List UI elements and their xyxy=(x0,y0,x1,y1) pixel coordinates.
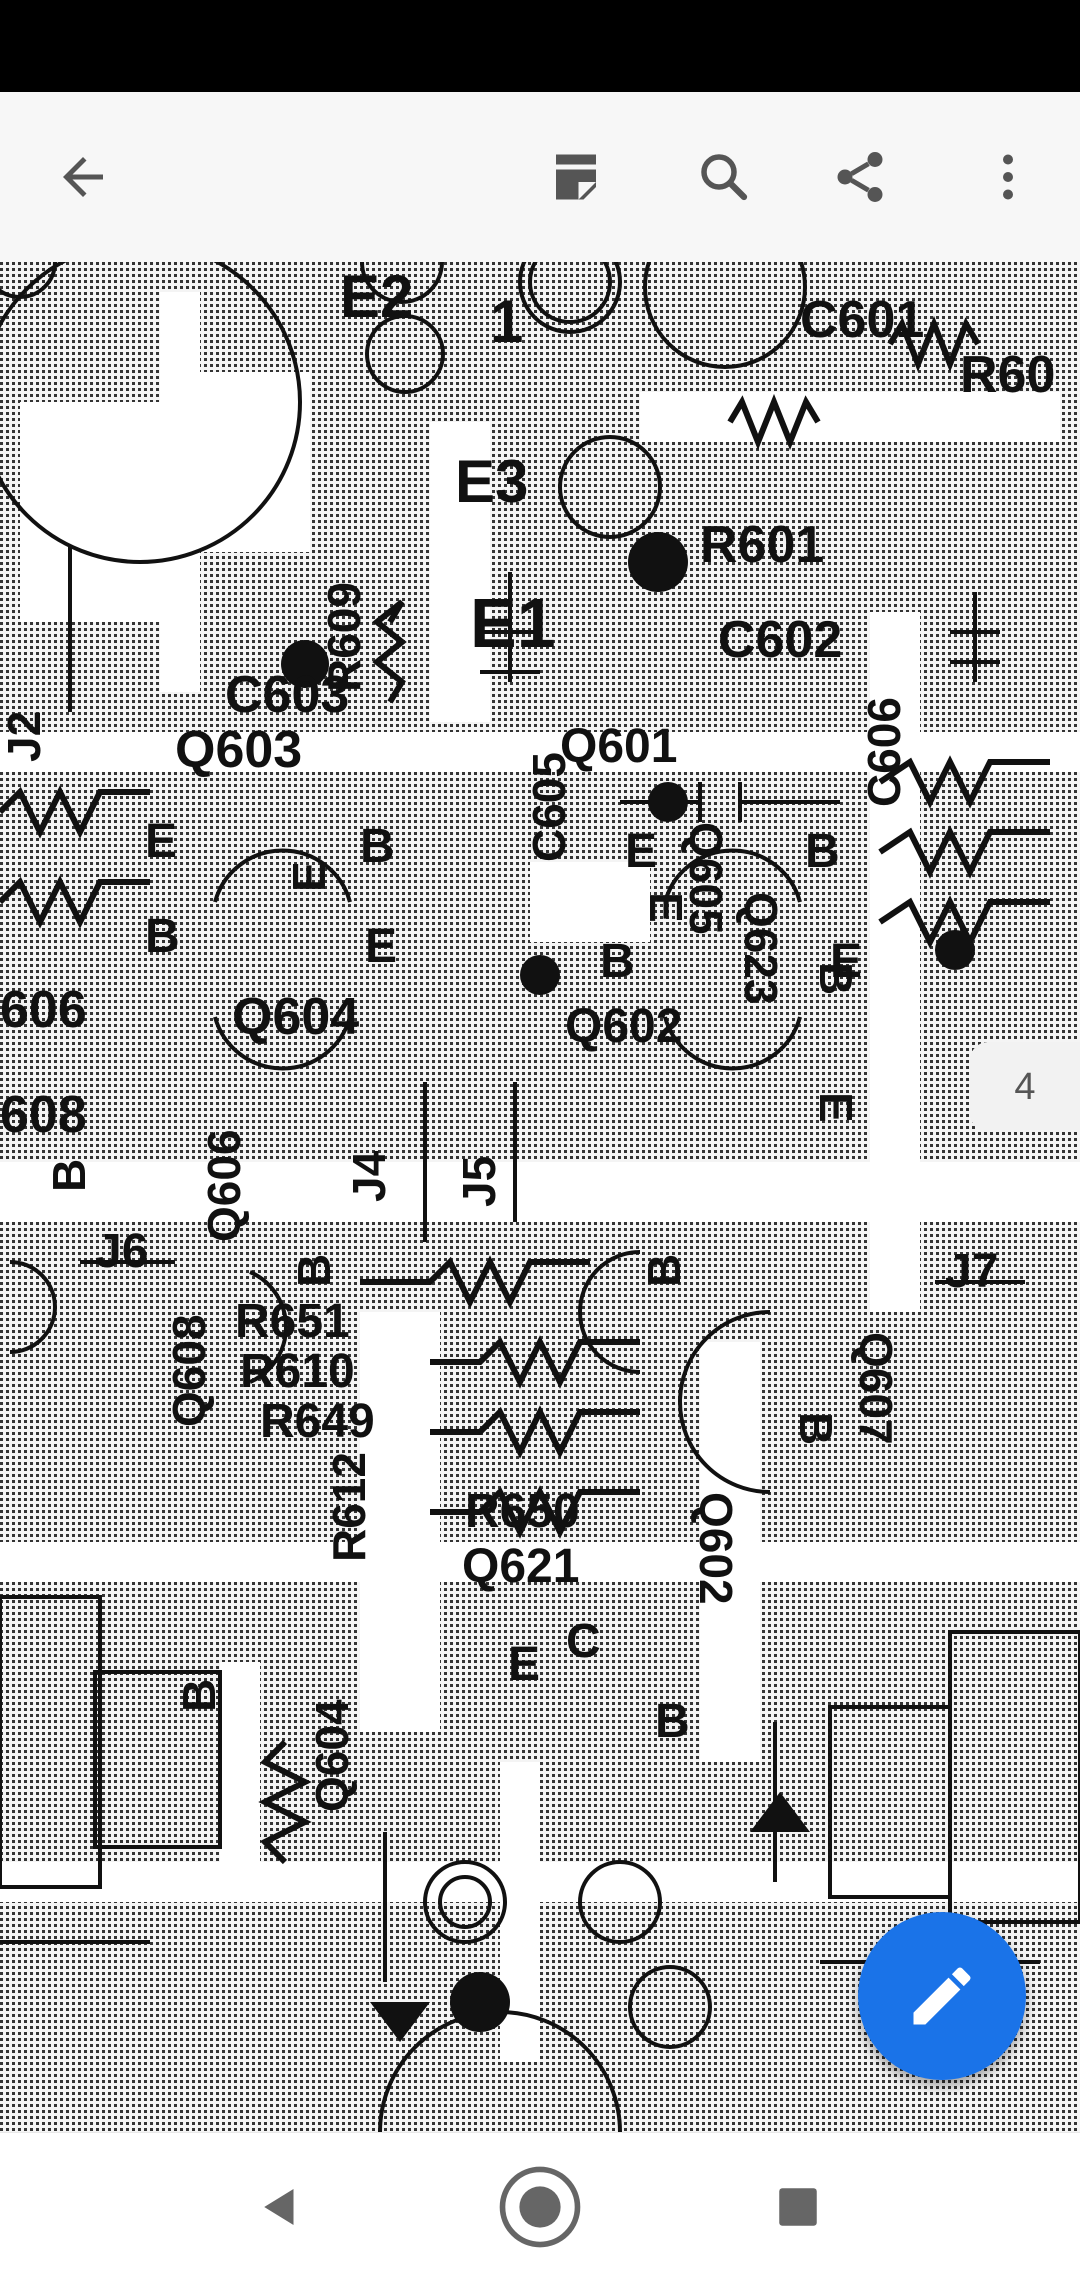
svg-text:R612: R612 xyxy=(323,1452,375,1562)
nav-home-button[interactable] xyxy=(490,2157,590,2257)
svg-text:Q623: Q623 xyxy=(735,892,787,1005)
svg-text:J2: J2 xyxy=(0,711,50,762)
edit-pencil-icon xyxy=(913,1967,971,2025)
svg-text:E1: E1 xyxy=(470,584,556,662)
svg-text:J5: J5 xyxy=(453,1156,505,1207)
svg-text:R650: R650 xyxy=(465,1485,580,1538)
page-layout-icon xyxy=(556,154,596,200)
svg-text:E: E xyxy=(830,935,862,988)
svg-text:E: E xyxy=(810,1092,862,1123)
svg-text:B: B xyxy=(288,1254,340,1287)
back-button[interactable] xyxy=(33,127,133,227)
svg-text:E: E xyxy=(625,825,657,878)
search-icon xyxy=(701,154,748,201)
svg-text:J6: J6 xyxy=(95,1225,148,1278)
svg-text:J4: J4 xyxy=(343,1150,395,1202)
nav-recents-button[interactable] xyxy=(748,2157,848,2257)
svg-text:E: E xyxy=(365,920,397,973)
page-layout-button[interactable] xyxy=(526,127,626,227)
share-button[interactable] xyxy=(810,127,910,227)
nav-recents-icon xyxy=(779,2188,817,2226)
svg-text:Q621: Q621 xyxy=(462,1540,579,1593)
svg-text:C601: C601 xyxy=(800,291,924,349)
svg-text:1: 1 xyxy=(490,288,523,355)
svg-text:606: 606 xyxy=(0,981,87,1039)
svg-text:E: E xyxy=(283,861,335,892)
svg-text:E: E xyxy=(0,1546,10,1577)
svg-text:Q602: Q602 xyxy=(565,1000,682,1053)
svg-text:R651: R651 xyxy=(235,1295,350,1348)
svg-text:Q604: Q604 xyxy=(232,988,359,1046)
svg-text:B: B xyxy=(638,1254,690,1287)
nav-back-icon xyxy=(264,2189,294,2225)
svg-text:R601: R601 xyxy=(700,516,824,574)
svg-text:R609: R609 xyxy=(318,582,370,692)
svg-text:Q601: Q601 xyxy=(560,720,677,773)
svg-text:B: B xyxy=(173,1679,225,1712)
svg-text:E: E xyxy=(145,815,177,868)
svg-text:B: B xyxy=(805,825,840,878)
search-button[interactable] xyxy=(674,127,774,227)
svg-text:J7: J7 xyxy=(945,1245,998,1298)
svg-text:Q607: Q607 xyxy=(850,1332,902,1445)
svg-text:R60: R60 xyxy=(960,346,1055,404)
svg-text:B: B xyxy=(655,1695,690,1748)
svg-text:E3: E3 xyxy=(455,448,528,515)
svg-text:B: B xyxy=(600,935,635,988)
svg-text:B: B xyxy=(810,962,862,995)
svg-text:R649: R649 xyxy=(260,1395,375,1448)
svg-text:C603: C603 xyxy=(225,666,349,724)
svg-text:Q608: Q608 xyxy=(163,1314,215,1427)
svg-text:B: B xyxy=(360,820,395,873)
svg-text:B: B xyxy=(790,1412,842,1445)
svg-text:E: E xyxy=(640,892,692,923)
svg-text:B: B xyxy=(145,910,180,963)
document-viewer[interactable]: E2 1 C601 R60 E3 R601 E1 C603 C602 Q603 … xyxy=(0,262,1080,2132)
status-bar xyxy=(0,0,1080,92)
svg-text:R610: R610 xyxy=(240,1345,355,1398)
system-navigation-bar xyxy=(0,2132,1080,2281)
svg-text:C605: C605 xyxy=(523,752,575,862)
share-icon xyxy=(837,152,883,202)
nav-back-button[interactable] xyxy=(230,2157,330,2257)
svg-text:Q605: Q605 xyxy=(680,822,732,935)
svg-text:E: E xyxy=(508,1638,540,1691)
more-vert-icon xyxy=(1003,154,1013,200)
svg-text:Q606: Q606 xyxy=(198,1129,250,1242)
page-indicator: 4 xyxy=(970,1042,1080,1132)
svg-text:Q602: Q602 xyxy=(690,1492,742,1605)
svg-text:Q603: Q603 xyxy=(175,721,302,779)
svg-text:608: 608 xyxy=(0,1086,87,1144)
edit-fab-button[interactable] xyxy=(858,1912,1026,2080)
more-options-button[interactable] xyxy=(958,127,1058,227)
svg-text:E2: E2 xyxy=(340,263,413,330)
toolbar xyxy=(0,92,1080,262)
svg-text:C606: C606 xyxy=(858,697,910,807)
svg-text:B: B xyxy=(43,1159,95,1192)
svg-text:C602: C602 xyxy=(718,611,842,669)
circuit-schematic-image: E2 1 C601 R60 E3 R601 E1 C603 C602 Q603 … xyxy=(0,262,1080,2132)
svg-text:Q604: Q604 xyxy=(306,1699,358,1812)
arrow-left-icon xyxy=(63,157,103,197)
nav-home-icon xyxy=(499,2166,581,2248)
svg-text:C: C xyxy=(566,1615,601,1668)
